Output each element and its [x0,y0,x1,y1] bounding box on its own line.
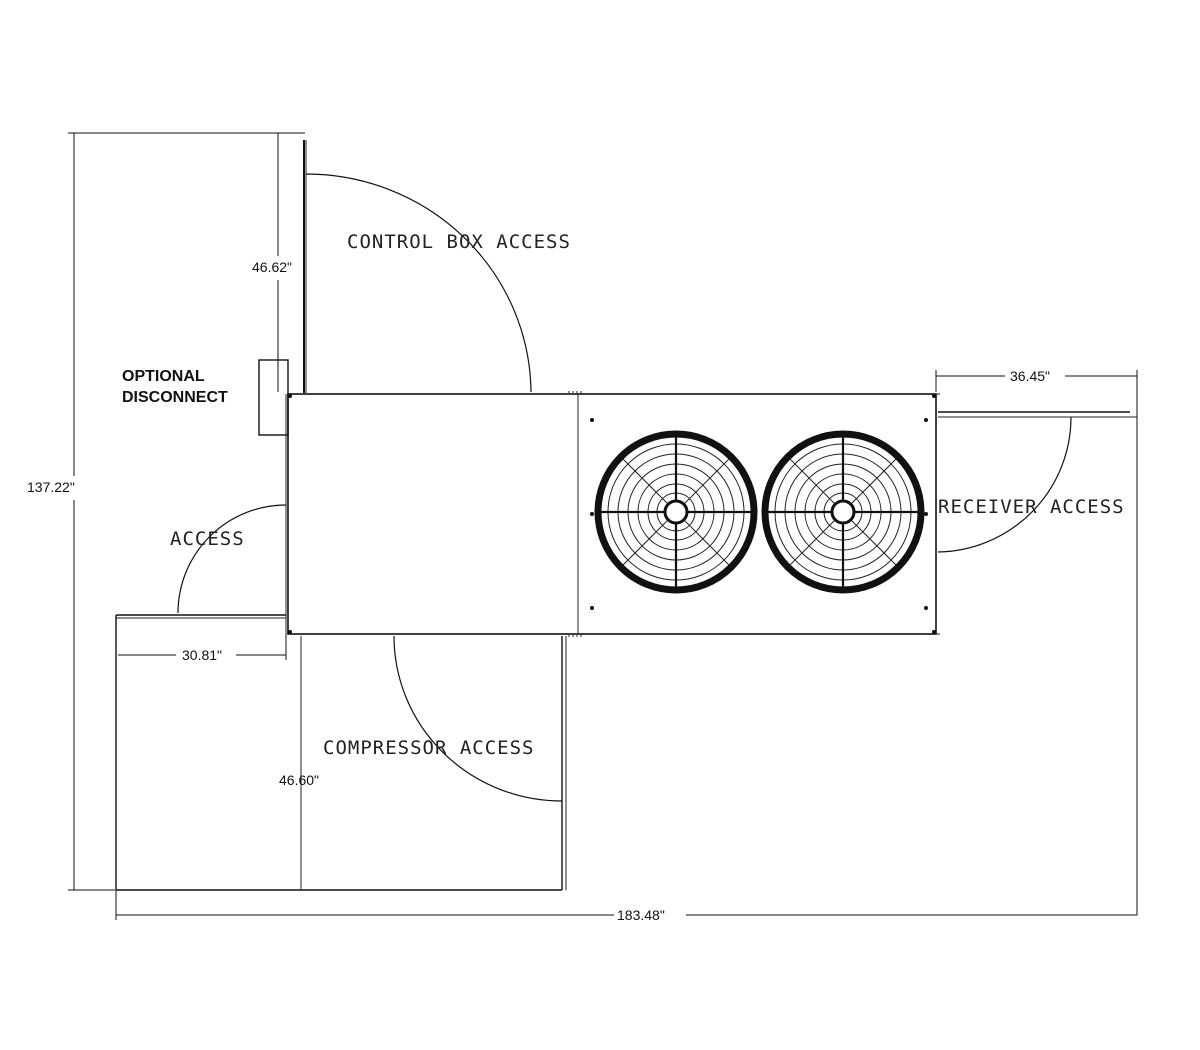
overall-width-label: 183.48" [617,907,665,923]
access-clearance-label: 30.81" [182,647,222,663]
left-door-swing [177,504,287,614]
control-box-clearance-label: 46.62" [252,259,292,275]
optional-disconnect-label-1: OPTIONAL [122,368,205,385]
condensing-unit-body [285,391,940,637]
access-label: ACCESS [170,528,245,550]
control-box-access-label: CONTROL BOX ACCESS [347,231,571,253]
fan-icon [594,430,758,594]
optional-disconnect: OPTIONAL DISCONNECT [122,359,289,436]
receiver-door-swing [937,416,1072,553]
overall-width-dimension: 183.48" [115,890,1137,923]
receiver-clearance-label: 36.45" [1010,368,1050,384]
overall-height-label: 137.22" [27,479,75,495]
overall-height-dimension: 137.22" [27,132,305,891]
optional-disconnect-label-2: DISCONNECT [122,389,228,406]
compressor-access-zone: COMPRESSOR ACCESS 46.60" [115,615,567,891]
compressor-clearance-label: 46.60" [279,772,319,788]
receiver-access-zone: 36.45" RECEIVER ACCESS [935,368,1138,915]
control-box-door-swing [305,173,532,393]
compressor-door-swing [393,635,563,802]
left-access-zone: ACCESS 30.81" [116,504,287,663]
fan-icon [761,430,925,594]
control-box-clearance-dimension: 46.62" CONTROL BOX ACCESS [252,133,571,393]
compressor-access-label: COMPRESSOR ACCESS [323,737,534,759]
receiver-access-label: RECEIVER ACCESS [938,496,1125,518]
